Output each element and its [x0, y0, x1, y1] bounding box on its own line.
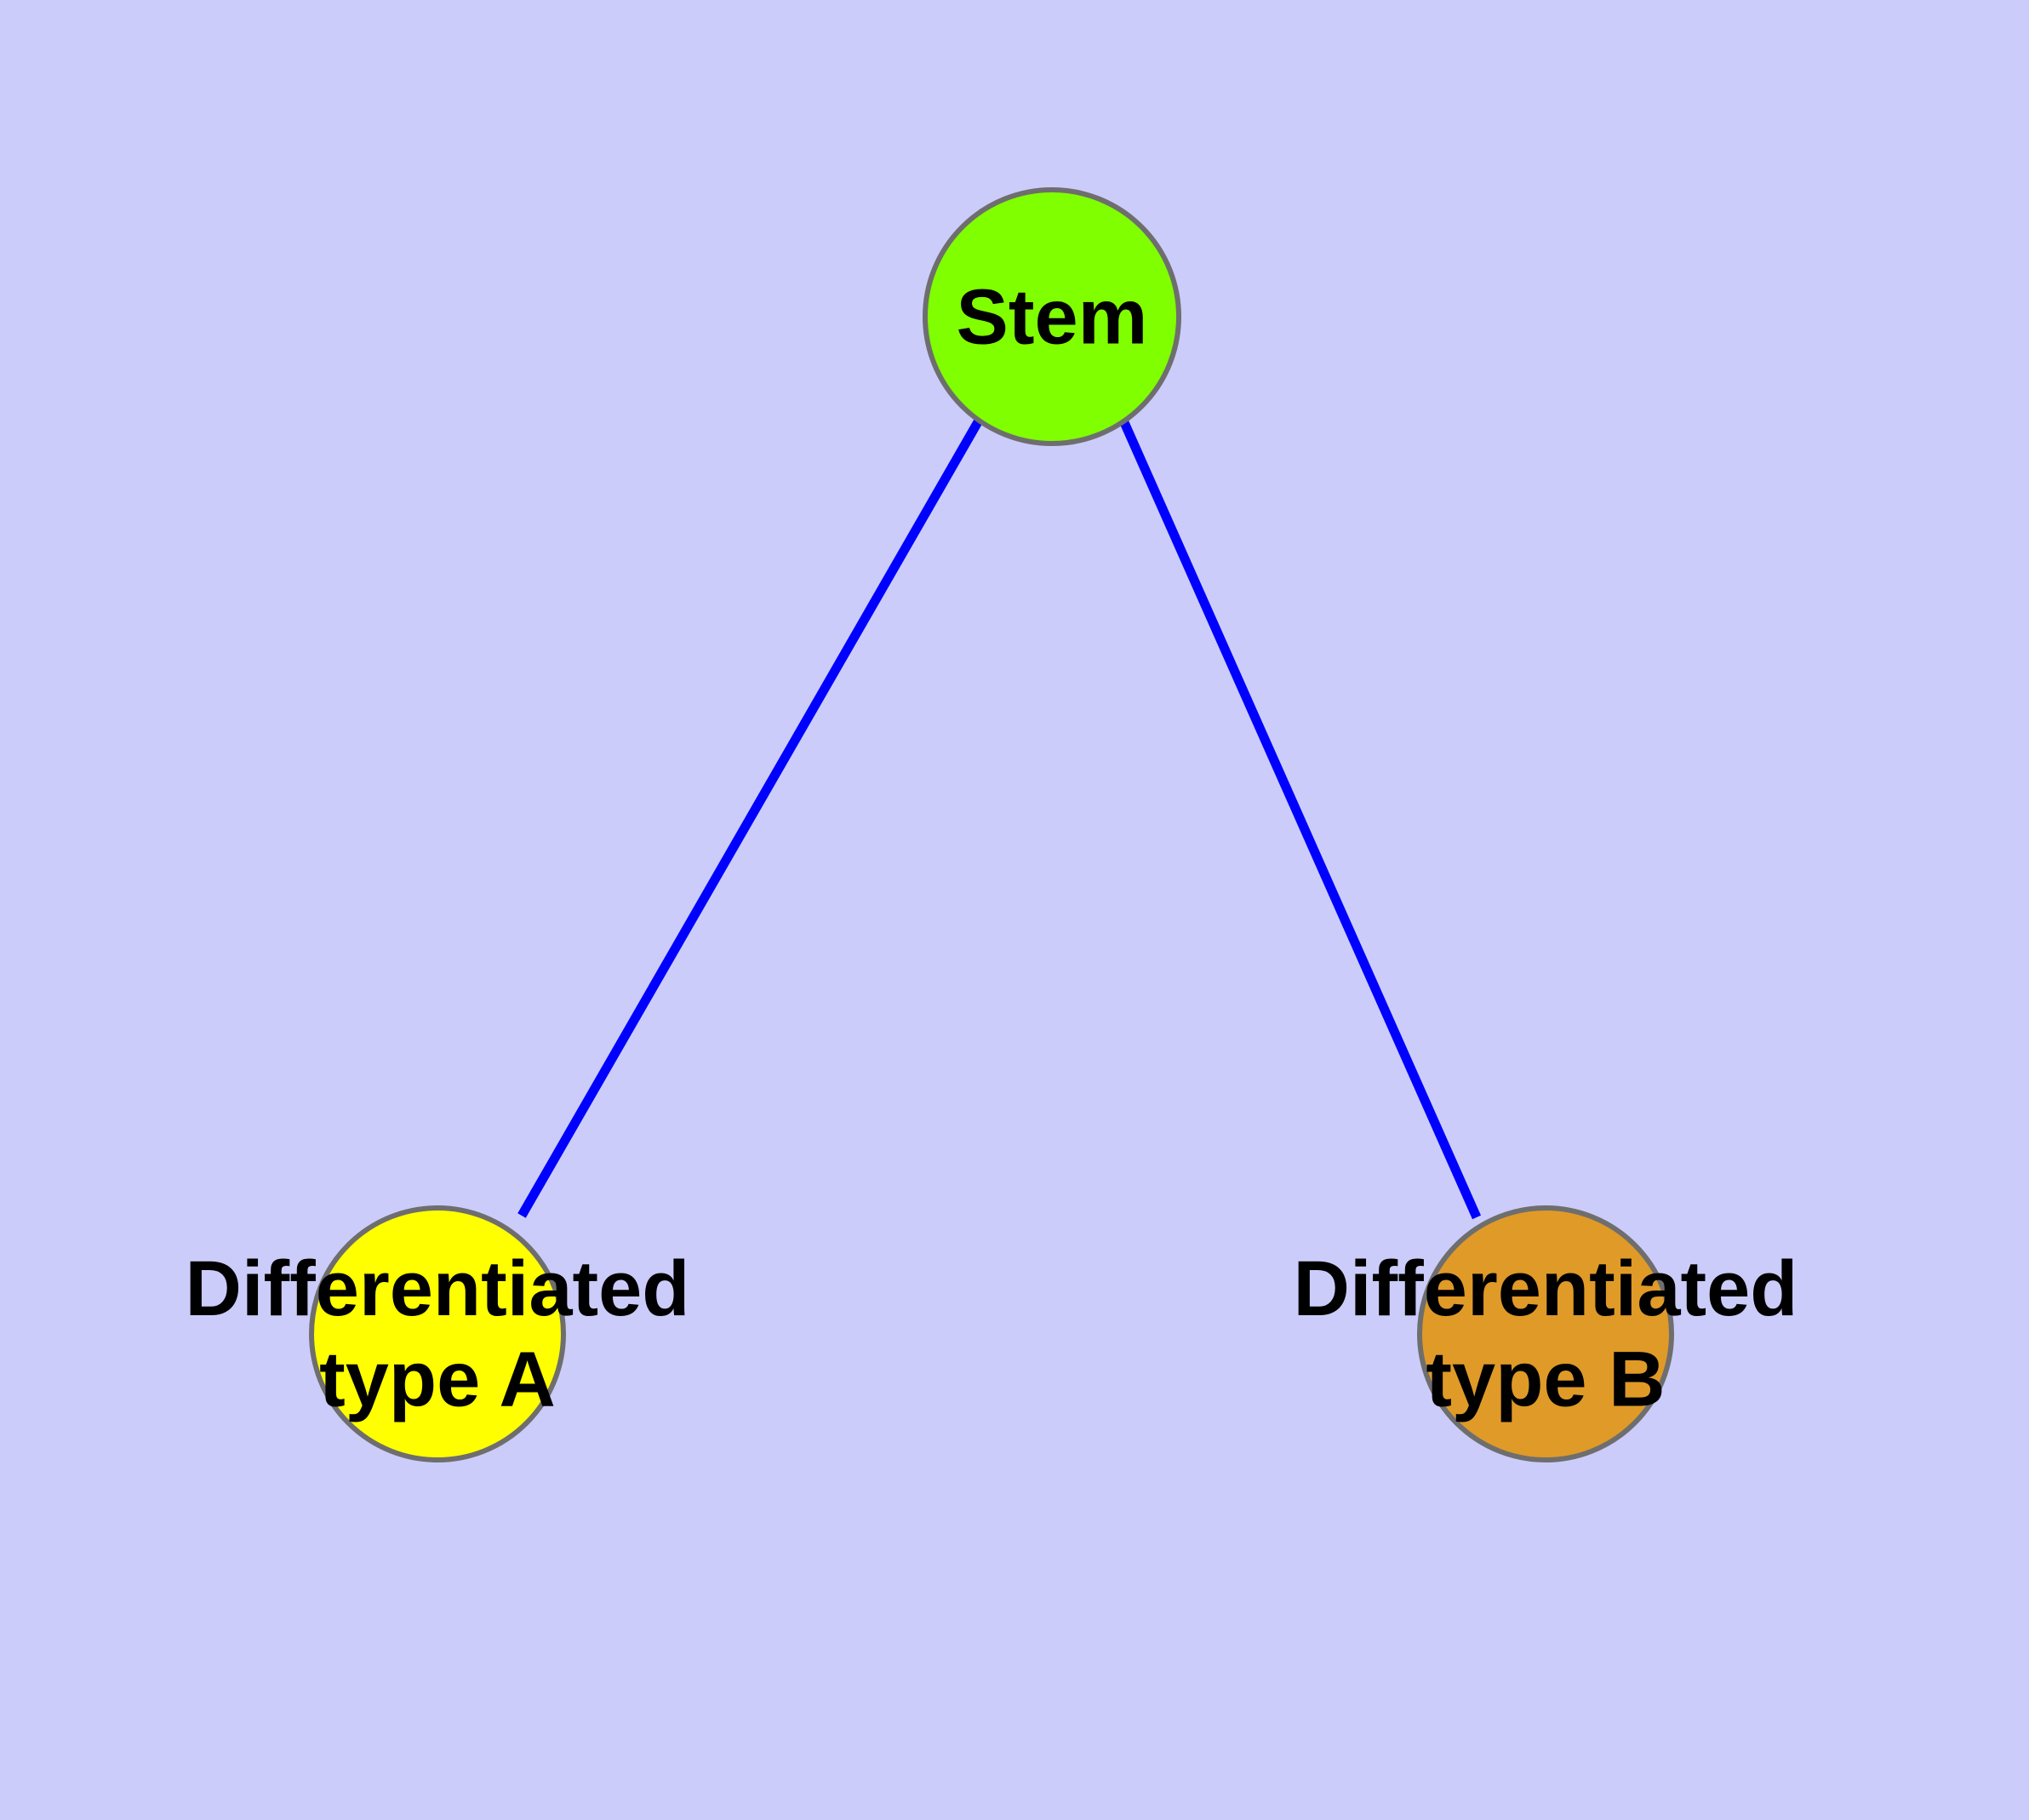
node-diff_b[interactable] [1417, 1205, 1674, 1462]
node-label-line: type A [319, 1336, 556, 1423]
node-label-line: Differentiated [186, 1245, 690, 1332]
node-label-line: Differentiated [1294, 1245, 1798, 1332]
node-stem[interactable] [923, 187, 1181, 446]
node-label-stem: Stem [957, 273, 1148, 360]
node-label-line: Stem [957, 273, 1148, 360]
node-label-line: type B [1426, 1336, 1665, 1423]
nodes-layer [309, 187, 1674, 1462]
edges-layer [517, 418, 1482, 1220]
edge-stem-diff-a[interactable] [517, 418, 983, 1218]
node-diff_a[interactable] [309, 1205, 566, 1462]
edge-stem-diff-b[interactable] [1118, 418, 1482, 1220]
